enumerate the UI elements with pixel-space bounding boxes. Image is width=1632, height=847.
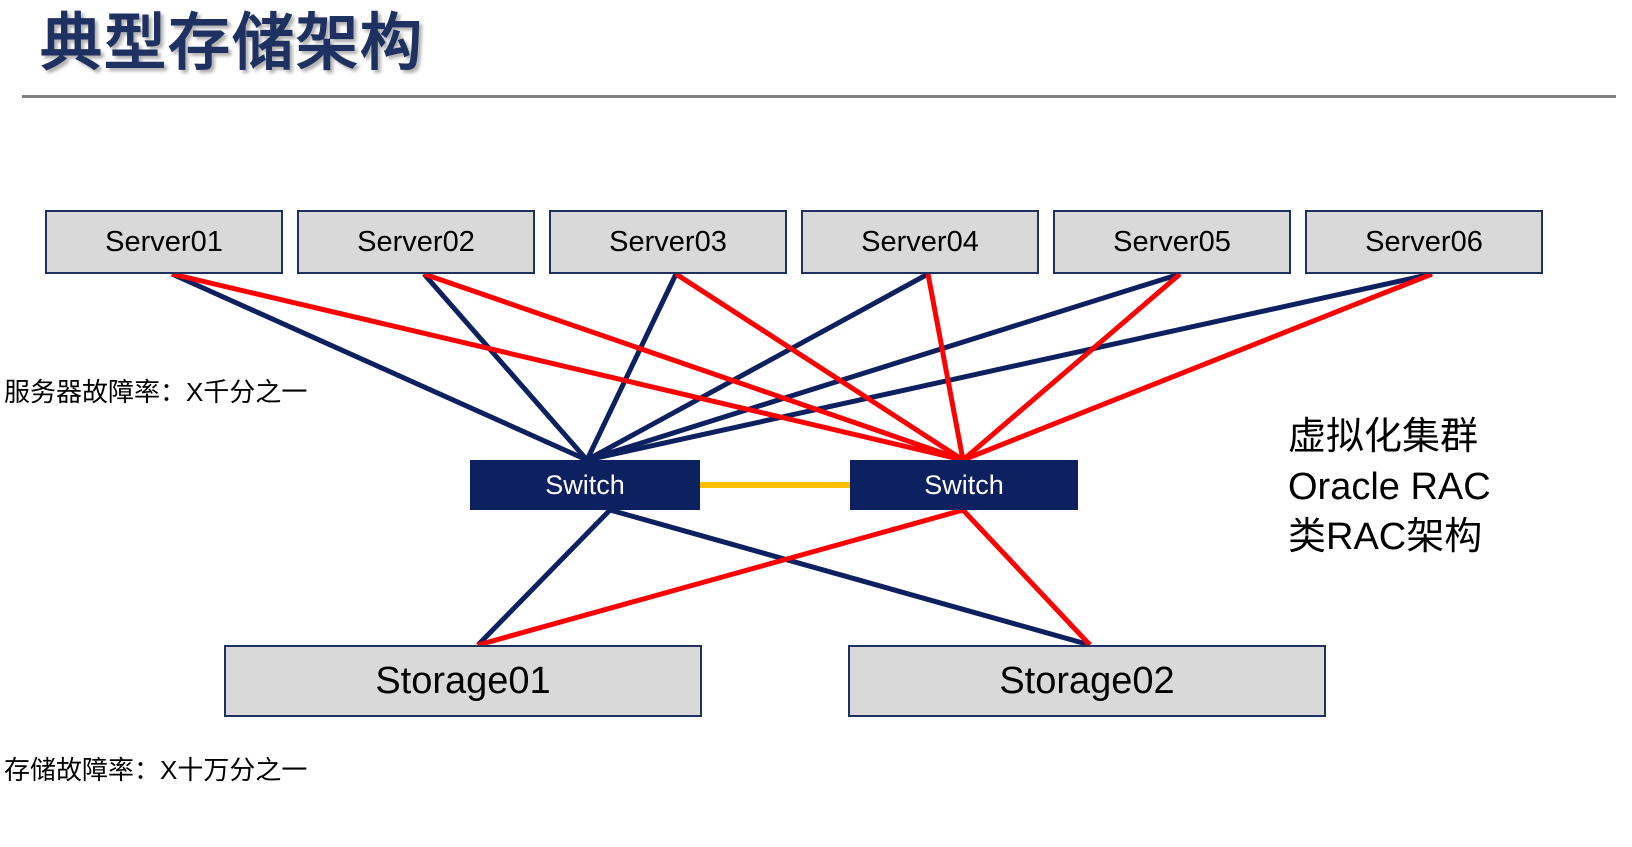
node-server04[interactable]: Server04 (801, 210, 1039, 274)
link-switch01-storage02 (609, 507, 1091, 648)
links-switch02-to-storage (477, 507, 1092, 648)
link-server06-switch01 (586, 271, 1433, 463)
link-server03-switch02 (674, 271, 965, 463)
cluster-note-line-3: 类RAC架构 (1288, 516, 1483, 558)
link-server05-switch01 (586, 271, 1181, 463)
link-server05-switch02 (961, 272, 1182, 462)
link-switch02-storage01 (477, 507, 964, 648)
cluster-note: 虚拟化集群 Oracle RAC 类RAC架构 (1288, 412, 1491, 562)
title-divider (22, 95, 1616, 98)
node-server02[interactable]: Server02 (297, 210, 535, 274)
storage-failure-rate-note: 存储故障率：X十万分之一 (4, 755, 308, 785)
link-server06-switch02 (962, 271, 1433, 463)
link-server02-switch02 (423, 271, 964, 463)
links-servers-to-switch01 (170, 271, 1433, 463)
node-switch02[interactable]: Switch (850, 460, 1078, 510)
link-switch02-storage02 (961, 508, 1092, 647)
node-server05[interactable]: Server05 (1053, 210, 1291, 274)
cluster-note-line-1: 虚拟化集群 (1288, 416, 1479, 458)
link-switch01-storage01 (476, 508, 612, 647)
link-server04-switch02 (925, 273, 966, 461)
links-servers-to-switch02 (171, 271, 1433, 463)
node-server03[interactable]: Server03 (549, 210, 787, 274)
page-title: 典型存储架构 (40, 9, 425, 78)
server-failure-rate-note: 服务器故障率：X千分之一 (4, 377, 308, 407)
link-server04-switch01 (585, 271, 930, 463)
node-switch01[interactable]: Switch (470, 460, 700, 510)
link-server03-switch01 (584, 272, 679, 462)
link-server02-switch01 (422, 272, 589, 462)
link-server01-switch02 (171, 271, 964, 463)
node-server06[interactable]: Server06 (1305, 210, 1543, 274)
link-server01-switch01 (170, 271, 589, 463)
node-server01[interactable]: Server01 (45, 210, 283, 274)
node-storage02[interactable]: Storage02 (848, 645, 1326, 717)
node-storage01[interactable]: Storage01 (224, 645, 702, 717)
cluster-note-line-2: Oracle RAC (1288, 466, 1491, 508)
links-switch01-to-storage (476, 507, 1091, 648)
